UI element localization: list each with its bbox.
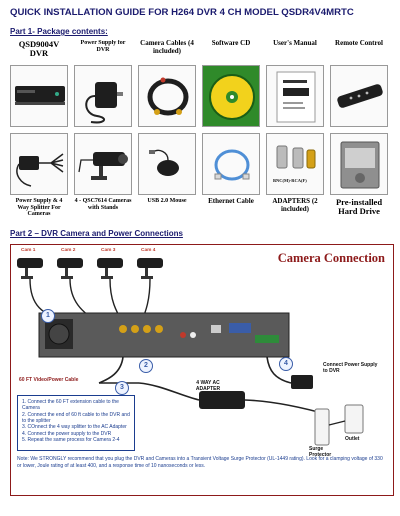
package-item-remote-control: Remote Control: [330, 40, 388, 127]
step-number-3: 3: [115, 381, 129, 395]
instructions-box: 1. Connect the 60 FT extension cable to …: [17, 395, 135, 451]
package-item-software-cd: Software CD: [202, 40, 260, 127]
section-heading-package-contents: Part 1- Package contents:: [10, 27, 108, 36]
camera-label-2: Cam 2: [61, 248, 76, 253]
remote-control-image: [330, 65, 388, 127]
camera-label-1: Cam 1: [21, 248, 36, 253]
package-item-dvr: QSD9004V DVR: [10, 40, 68, 127]
package-item-label: Software CD: [211, 40, 251, 47]
package-item-power-splitter: Power Supply & 4 Way Splitter For Camera…: [10, 133, 68, 221]
ethernet-cable-image: [202, 133, 260, 195]
package-item-hard-drive: Pre-installed Hard Drive: [330, 133, 388, 221]
step-number-2: 2: [139, 359, 153, 373]
package-item-label: Camera Cables (4 included): [140, 40, 194, 55]
package-item-label: QSD9004V DVR: [18, 40, 60, 59]
camera-icon: [137, 258, 163, 279]
camera-connection-diagram: Camera Connection Cam 1 Cam 2 Cam 3 Cam …: [10, 244, 394, 496]
page-title: QUICK INSTALLATION GUIDE FOR H264 DVR 4 …: [10, 7, 354, 18]
instruction-step: 5. Repeat the same process for Camera 2-…: [22, 437, 120, 443]
manual-image: [266, 65, 324, 127]
package-item-adapters: BNC(M)-RCA(F) ADAPTERS (2 included): [266, 133, 324, 221]
package-item-usb-mouse: USB 2.0 Mouse: [138, 133, 196, 221]
camera-icon: [97, 258, 123, 279]
power-splitter-image: [10, 133, 68, 195]
ac-adapter-image: [199, 391, 245, 409]
ac-adapter-label: 4 WAY AC ADAPTER: [195, 380, 221, 392]
outlet-label: Outlet: [345, 436, 360, 442]
connect-power-label: Connect Power Supply to DVR: [323, 362, 378, 374]
power-adapter-image: [74, 65, 132, 127]
dvr-back-panel: [38, 312, 290, 358]
software-cd-image: [202, 65, 260, 127]
section-heading-connections: Part 2 – DVR Camera and Power Connection…: [10, 229, 183, 238]
camera-icon: [17, 258, 43, 279]
package-item-label: Pre-installed Hard Drive: [335, 198, 383, 217]
hard-drive-image: [330, 133, 388, 195]
instruction-step: 1. Connect the 60 FT extension cable to …: [22, 399, 119, 411]
diagram-artwork: [17, 258, 364, 446]
camera-image: [74, 133, 132, 195]
package-item-power-supply-dvr: Power Supply for DVR: [74, 40, 132, 127]
outlet-image: [344, 404, 364, 434]
package-item-label: ADAPTERS (2 included): [272, 198, 318, 213]
step-number-1: 1: [41, 309, 55, 323]
package-item-cameras: 4 - QSC7614 Cameras with Stands: [74, 133, 132, 221]
package-item-ethernet-cable: Ethernet Cable: [202, 133, 260, 221]
package-item-label: USB 2.0 Mouse: [147, 198, 187, 204]
instruction-step: 4. Connect the power supply to the DVR: [22, 430, 112, 437]
instruction-step: 3. COnnect the 4 way splitter to the AC …: [22, 424, 127, 430]
mouse-image: [138, 133, 196, 195]
package-item-label: Power Supply for DVR: [80, 40, 126, 53]
surge-protector-warning: Note: We STRONGLY recommend that you plu…: [17, 456, 383, 469]
adapter-part-label: BNC(M)-RCA(F): [273, 178, 307, 183]
surge-protector-image: [314, 408, 330, 446]
camera-icon: [57, 258, 83, 279]
package-item-label: User's Manual: [273, 40, 317, 47]
cable-reel-image: [138, 65, 196, 127]
cable-label: 60 FT Video/Power Cable: [19, 377, 79, 383]
package-item-users-manual: User's Manual: [266, 40, 324, 127]
camera-label-3: Cam 3: [101, 248, 116, 253]
package-item-label: Power Supply & 4 Way Splitter For Camera…: [15, 198, 63, 218]
package-item-label: Ethernet Cable: [208, 198, 254, 205]
package-item-camera-cables: Camera Cables (4 included): [138, 40, 196, 127]
instruction-step: 2. Connect the end of 60 ft cable to the…: [22, 411, 130, 424]
package-item-label: Remote Control: [335, 40, 383, 47]
dvr-image: [10, 65, 68, 127]
camera-label-4: Cam 4: [141, 248, 156, 253]
step-number-4: 4: [279, 357, 293, 371]
adapters-image: BNC(M)-RCA(F): [266, 133, 324, 195]
package-item-label: 4 - QSC7614 Cameras with Stands: [74, 198, 132, 211]
surge-protector-label: Surge Protector: [309, 446, 332, 458]
diagram-title: Camera Connection: [277, 251, 385, 265]
